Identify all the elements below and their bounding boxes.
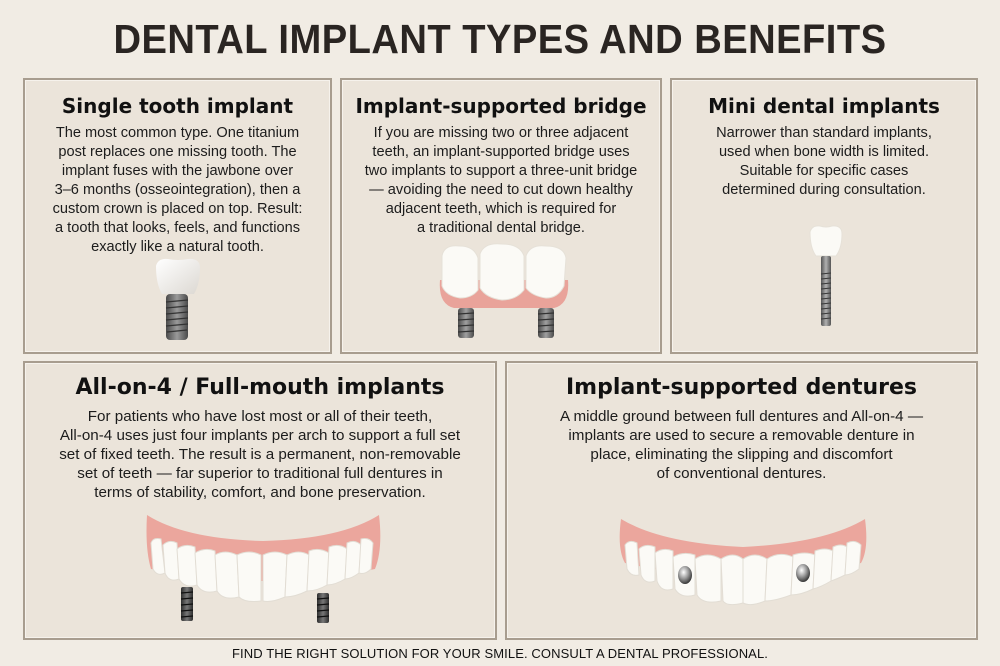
panel-implant-supported-bridge: Implant-supported bridge If you are miss… bbox=[340, 78, 662, 354]
panel-description: For patients who have lost most or all o… bbox=[59, 408, 461, 501]
panel-heading: Mini dental implants bbox=[708, 94, 940, 118]
panel-single-tooth-implant: Single tooth implant The most common typ… bbox=[23, 78, 332, 354]
removable-denture-icon bbox=[619, 519, 867, 606]
panel-description: Narrower than standard implants, used wh… bbox=[716, 125, 932, 198]
footer-cta: FIND THE RIGHT SOLUTION FOR YOUR SMILE. … bbox=[231, 646, 768, 661]
panel-description: If you are missing two or three adjacent… bbox=[364, 125, 638, 236]
panel-implant-supported-dentures: Implant-supported dentures A middle grou… bbox=[505, 361, 978, 640]
panel-heading: Implant-supported dentures bbox=[566, 375, 917, 400]
panel-all-on-4: All-on-4 / Full-mouth implants For patie… bbox=[23, 361, 497, 640]
mini-implant-icon bbox=[809, 225, 843, 326]
panel-mini-dental-implants: Mini dental implants Narrower than stand… bbox=[670, 78, 978, 354]
panel-description: The most common type. One titanium post … bbox=[52, 125, 303, 255]
implant-bridge-icon bbox=[439, 243, 569, 338]
single-implant-icon bbox=[156, 258, 200, 340]
panel-heading: Single tooth implant bbox=[61, 94, 294, 118]
panel-heading: All-on-4 / Full-mouth implants bbox=[75, 375, 445, 400]
panel-description: A middle ground between full dentures an… bbox=[559, 408, 924, 482]
panel-heading: Implant-supported bridge bbox=[355, 94, 647, 118]
full-arch-implant-icon bbox=[146, 515, 381, 623]
page-title: DENTAL IMPLANT TYPES AND BENEFITS bbox=[113, 16, 887, 62]
